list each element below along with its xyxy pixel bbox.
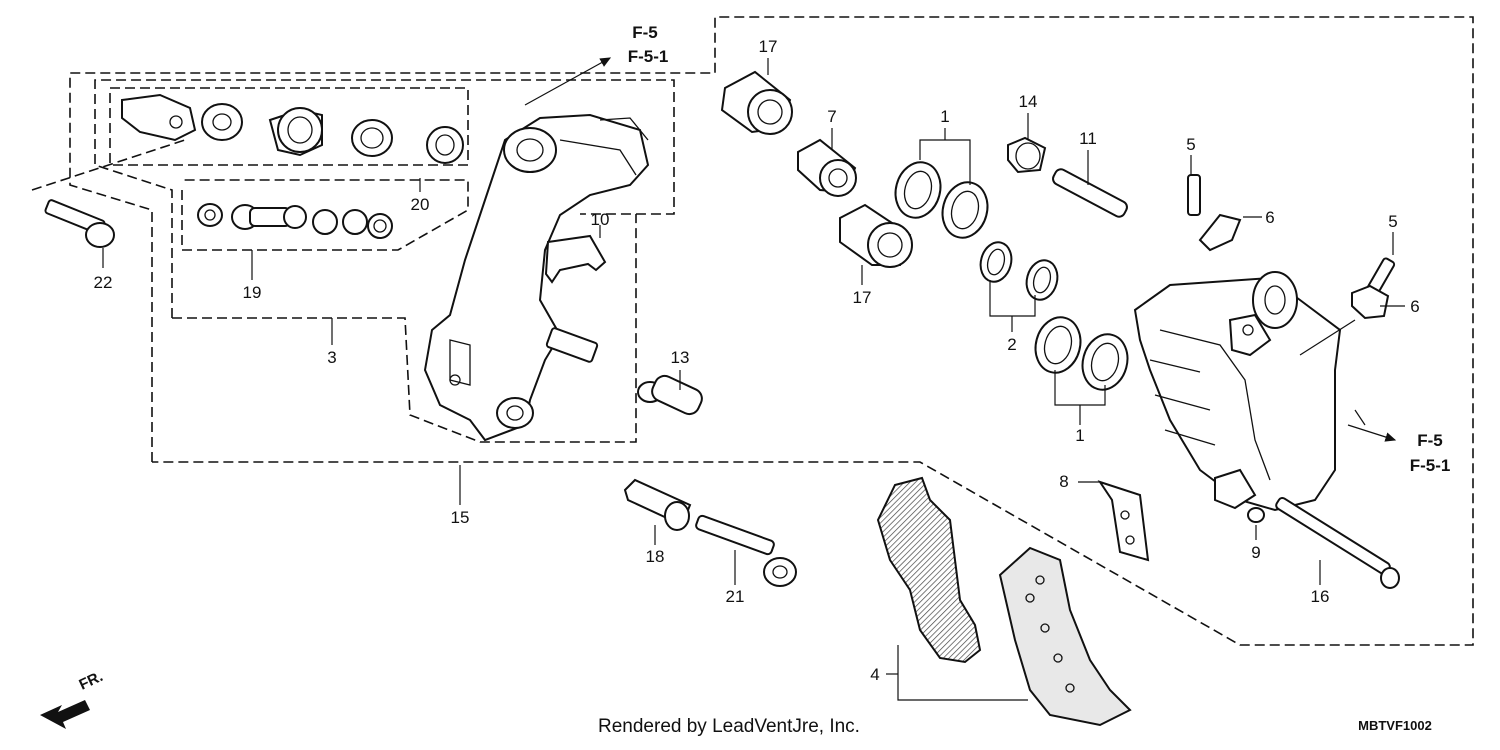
callout-5-top: 5 (1186, 135, 1195, 154)
pin-11 (1052, 168, 1128, 218)
caliper-bracket (423, 113, 650, 442)
callout-16: 16 (1311, 587, 1330, 606)
callout-6-right: 6 (1410, 297, 1419, 316)
piston-17-top (720, 70, 793, 135)
brake-pad-right (998, 546, 1132, 727)
callout-14: 14 (1019, 92, 1038, 111)
dashed-frames (31, 16, 1474, 646)
callout-5-right: 5 (1388, 212, 1397, 231)
bolt-21 (695, 514, 797, 587)
callout-6-top: 6 (1265, 208, 1274, 227)
callout-22: 22 (94, 273, 113, 292)
bleeder-5-top (1187, 174, 1201, 216)
cap-6-top (1198, 213, 1242, 252)
pad-spring-10 (544, 234, 607, 284)
piston-17-bottom (839, 203, 913, 268)
callout-1-bottom: 1 (1075, 426, 1084, 445)
callout-21: 21 (726, 587, 745, 606)
callout-19: 19 (243, 283, 262, 302)
pin-boots-inset (121, 93, 464, 164)
callout-11: 11 (1079, 129, 1097, 148)
caliper-body (1133, 271, 1342, 512)
bolt-13 (637, 374, 703, 416)
bolt-22 (44, 199, 115, 248)
callout-13: 13 (671, 348, 690, 367)
callout-3: 3 (327, 348, 336, 367)
callout-17-bottom: 17 (853, 288, 872, 307)
reference-arrows (524, 57, 1397, 442)
callout-20: 20 (411, 195, 430, 214)
ref-right-b: F-5-1 (1410, 456, 1451, 475)
callout-4: 4 (870, 665, 879, 684)
callout-labels: 17 7 1 14 11 5 6 5 6 17 2 1 8 9 16 10 13… (94, 37, 1420, 684)
ref-right-a: F-5 (1417, 431, 1443, 450)
callout-8: 8 (1059, 472, 1068, 491)
seal-kit-row (197, 203, 393, 239)
piston-7 (797, 138, 857, 197)
callout-9: 9 (1251, 543, 1260, 562)
washer-9 (1247, 507, 1265, 523)
front-direction-label: FR. (77, 668, 106, 694)
callout-18: 18 (646, 547, 665, 566)
brake-pad-left (876, 476, 982, 664)
sleeve-18 (623, 478, 692, 531)
boot-14 (1007, 136, 1047, 174)
ref-top-b: F-5-1 (628, 47, 669, 66)
piston-seals (894, 161, 1129, 391)
leader-lines (102, 58, 1405, 701)
front-direction-arrow (40, 700, 90, 729)
cap-6-right (1351, 284, 1390, 320)
reference-labels: F-5 F-5-1 F-5 F-5-1 (628, 23, 1451, 475)
render-credit: Rendered by LeadVentJre, Inc. (598, 716, 860, 737)
ref-top-a: F-5 (632, 23, 658, 42)
callout-15: 15 (451, 508, 470, 527)
diagram-code: MBTVF1002 (1358, 718, 1432, 733)
pin-16 (1275, 496, 1400, 589)
pad-spring-8 (1097, 480, 1150, 562)
callout-1-top: 1 (940, 107, 949, 126)
callout-7: 7 (827, 107, 836, 126)
callout-2: 2 (1007, 335, 1016, 354)
callout-17-top: 17 (759, 37, 778, 56)
callout-10: 10 (591, 210, 610, 229)
